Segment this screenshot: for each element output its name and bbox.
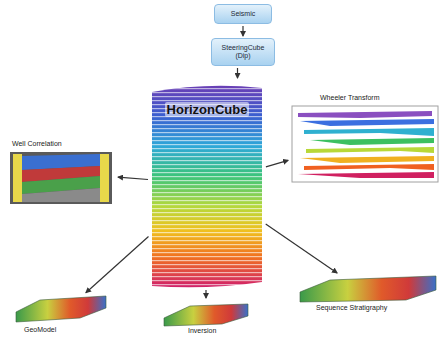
output-panel: Sequence Stratigraphy [298, 274, 438, 314]
inversion-illustration [164, 304, 248, 326]
wheeler-band [304, 164, 434, 170]
wheeler-panel [292, 106, 438, 182]
node-label: SteeringCube (Dip) [219, 44, 267, 60]
node-label: GeoModel [24, 326, 56, 334]
node-label: HorizonCube [150, 102, 264, 117]
model-slab [164, 304, 248, 326]
node-label: Sequence Stratigraphy [316, 304, 387, 312]
wheeler-band [306, 147, 434, 153]
flow-arrow [242, 26, 243, 36]
cube-horizons [152, 86, 262, 288]
node-label: Well Correlation [12, 140, 62, 148]
wheeler-band [298, 111, 432, 118]
node-label: Seismic [231, 10, 256, 18]
horizoncube-illustration [152, 86, 262, 288]
flow-arrow [86, 237, 149, 293]
model-slab [300, 276, 436, 302]
flow-arrow [118, 177, 148, 179]
process-box: Seismic [214, 4, 272, 24]
wheeler-band [298, 172, 434, 178]
output-panel: Inversion [160, 300, 252, 337]
flow-arrow [237, 68, 238, 78]
well-column [100, 154, 109, 202]
node-label: Inversion [188, 327, 216, 335]
flow-arrow [266, 224, 337, 273]
layer-band [22, 188, 100, 202]
flow-arrow [266, 160, 288, 166]
well-correlation-illustration [10, 152, 112, 204]
horizon-cube: HorizonCube [150, 80, 264, 288]
well-column [13, 154, 22, 202]
flow-arrow [205, 290, 206, 298]
process-box: SteeringCube (Dip) [211, 38, 275, 66]
node-label: Wheeler Transform [320, 94, 380, 102]
output-panel: Well Correlation [8, 138, 116, 208]
sequence-stratigraphy-illustration [300, 276, 436, 302]
output-panel: GeoModel [14, 294, 108, 336]
model-slab [16, 296, 106, 322]
wheeler-illustration [292, 106, 438, 182]
output-panel: Wheeler Transform [290, 92, 440, 184]
wheeler-band [310, 138, 434, 145]
cube-face [152, 86, 262, 288]
wheeler-band [300, 119, 434, 126]
section-panel [10, 152, 112, 204]
wheeler-band [300, 156, 434, 163]
wheeler-band [304, 128, 434, 136]
geomodel-illustration [16, 296, 106, 322]
